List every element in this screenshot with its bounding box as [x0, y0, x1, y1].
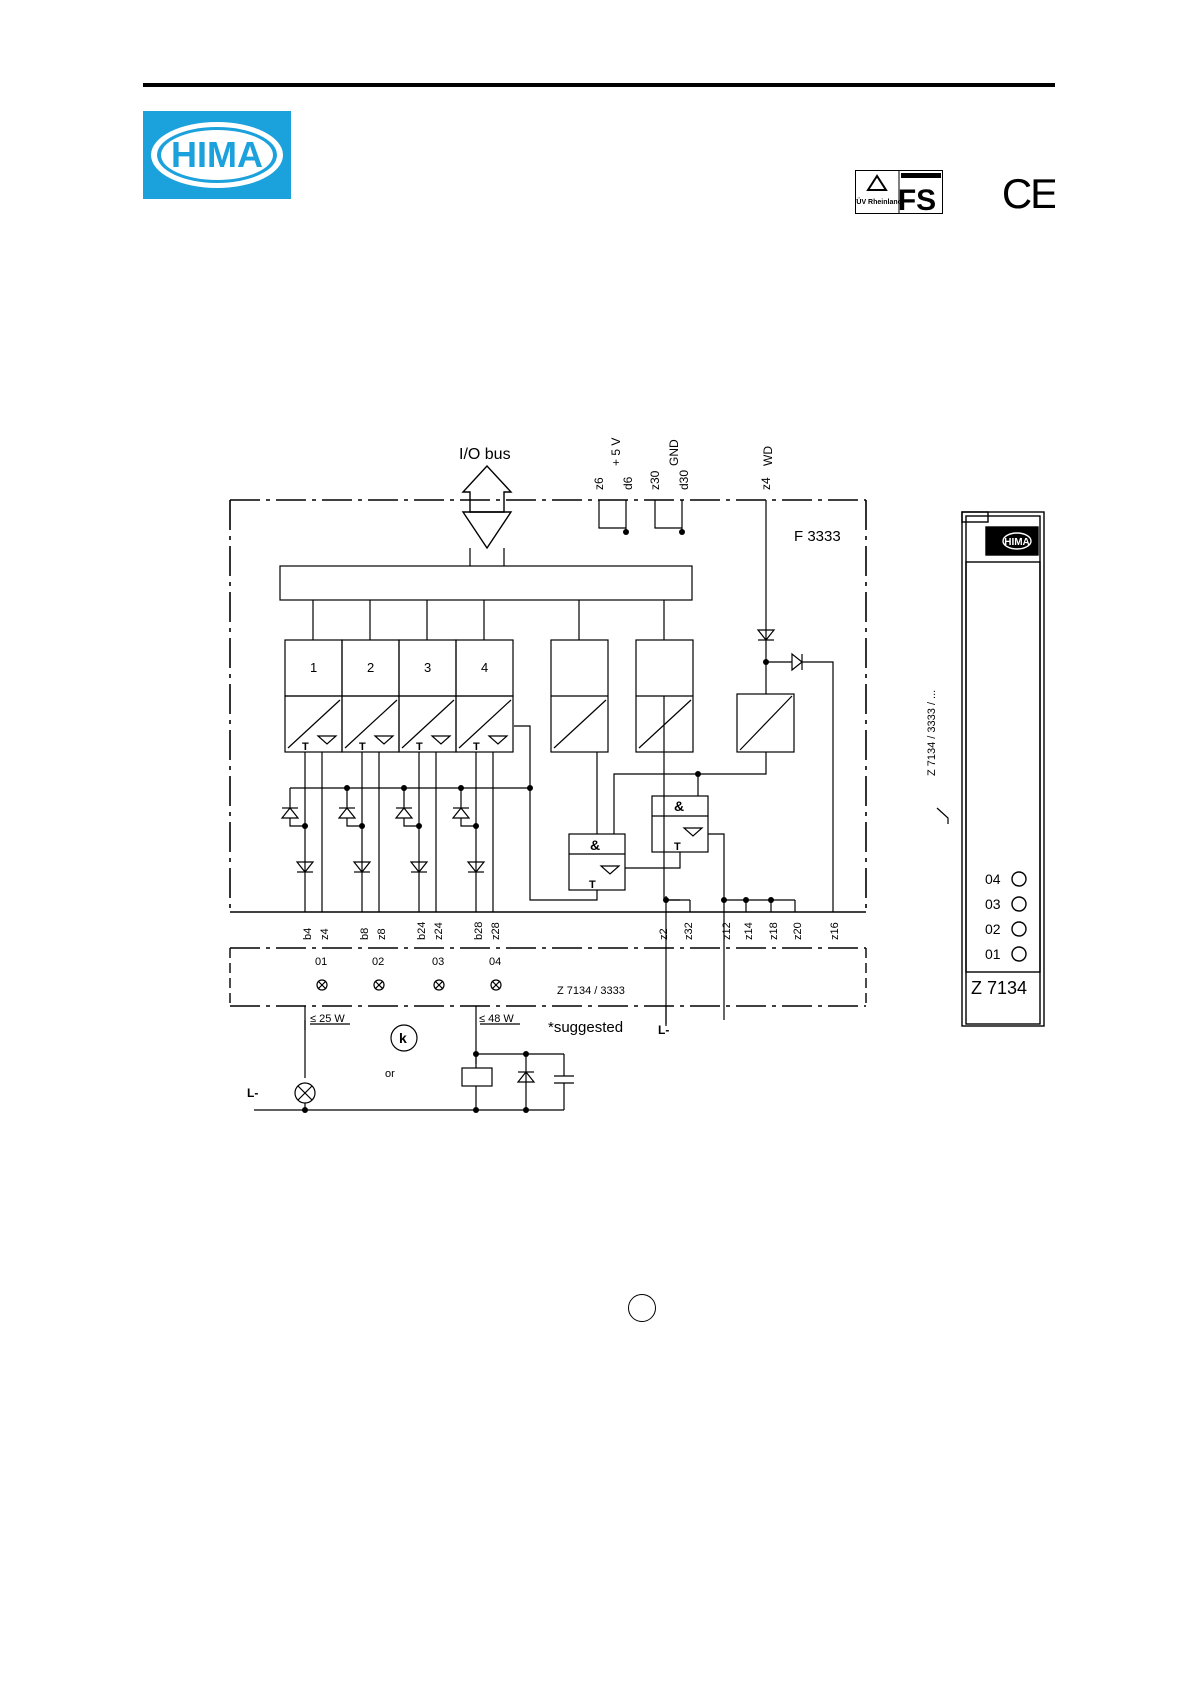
top-pin-d30: d30: [677, 470, 691, 490]
plus5v-label: + 5 V: [609, 438, 623, 466]
front-led-01: 01: [985, 946, 1001, 962]
bottom-pin-z14: z14: [743, 922, 755, 940]
power-48w-label: ≤ 48 W: [479, 1013, 514, 1025]
front-led-02: 02: [985, 921, 1001, 937]
top-pin-z6: z6: [592, 477, 606, 490]
and-label-upper: &: [674, 798, 684, 814]
t-label-3: T: [416, 741, 423, 753]
wd-label: WD: [761, 446, 775, 466]
bottom-pin-z16: z16: [829, 922, 841, 940]
front-led-04: 04: [985, 871, 1001, 887]
bottom-pin-z24: z24: [433, 922, 445, 940]
t-label-1: T: [302, 741, 309, 753]
channel-1: 1: [310, 660, 317, 675]
l-minus-right: L-: [658, 1023, 669, 1037]
lamp-label-01: 01: [315, 956, 327, 968]
front-panel: [962, 512, 1044, 1026]
front-led-03: 03: [985, 896, 1001, 912]
module-name: F 3333: [794, 528, 841, 545]
channel-2: 2: [367, 660, 374, 675]
side-cable-label: Z 7134 / 3333 / ...: [926, 690, 938, 776]
bottom-pin-b8: b8: [359, 928, 371, 940]
and-label-lower: &: [590, 837, 600, 853]
bottom-pin-b4: b4: [302, 928, 314, 940]
bottom-pin-z4: z4: [319, 928, 331, 940]
top-pin-d6: d6: [621, 476, 635, 490]
relay-k-label: k: [399, 1030, 407, 1046]
io-bus-label: I/O bus: [459, 446, 511, 463]
bottom-pin-b28: b28: [473, 922, 485, 940]
t-label-2: T: [359, 741, 366, 753]
power-25w-label: ≤ 25 W: [310, 1013, 345, 1025]
bottom-pin-z28: z28: [490, 922, 502, 940]
bottom-pin-b24: b24: [416, 922, 428, 940]
bottom-pin-z12: z12: [721, 922, 733, 940]
l-minus-left: L-: [247, 1086, 258, 1100]
lamp-label-02: 02: [372, 956, 384, 968]
t-label-4: T: [473, 741, 480, 753]
top-pin-z30: z30: [648, 470, 662, 490]
gnd-label: GND: [667, 439, 681, 466]
front-logo-text: HIMA: [1004, 537, 1030, 548]
channel-4: 4: [481, 660, 488, 675]
bottom-pin-z8: z8: [376, 928, 388, 940]
lamp-label-04: 04: [489, 956, 501, 968]
bottom-pin-z32: z32: [683, 922, 695, 940]
or-label: or: [385, 1068, 395, 1080]
bottom-pin-z2: z2: [658, 928, 670, 940]
top-pin-z4: z4: [759, 477, 773, 490]
lamp-label-03: 03: [432, 956, 444, 968]
front-name: Z 7134: [971, 978, 1027, 998]
t-label-and-upper: T: [674, 841, 681, 853]
suggested-label: *suggested: [548, 1019, 623, 1036]
bottom-pin-z18: z18: [768, 922, 780, 940]
channel-3: 3: [424, 660, 431, 675]
t-label-and-lower: T: [589, 879, 596, 891]
page-mark-circle: [628, 1294, 656, 1322]
bottom-pin-z20: z20: [792, 922, 804, 940]
cable-label: Z 7134 / 3333: [557, 985, 625, 997]
